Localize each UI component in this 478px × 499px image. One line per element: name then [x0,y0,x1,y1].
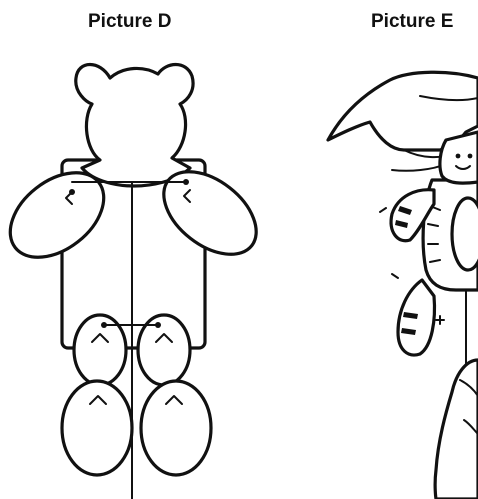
tiger-puppet-illustration [328,72,478,499]
lower-hand [435,360,478,499]
bear-left-lower-leg [62,381,132,475]
bear-right-lower-leg [141,381,211,475]
bear-puppet-illustration [0,65,271,499]
bear-head [76,65,193,187]
tiger-belly [452,198,478,270]
